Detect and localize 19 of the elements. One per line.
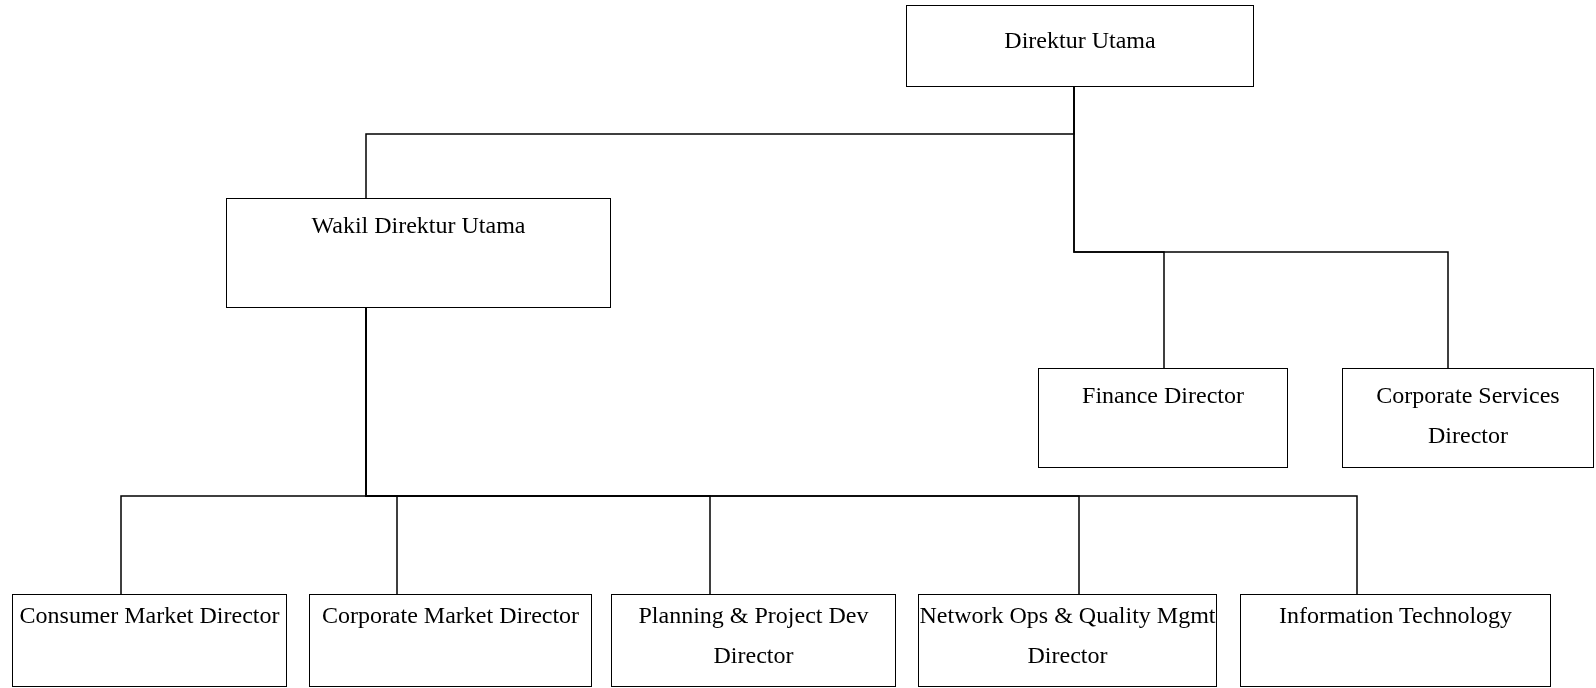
- position-title: Corporate Services Director: [1375, 381, 1561, 450]
- org-box: [1038, 368, 1288, 468]
- org-box: [906, 5, 1254, 87]
- position-title: Network Ops & Quality Mgmt Director: [919, 601, 1216, 670]
- org-box: [12, 594, 287, 687]
- connector-line: [1073, 86, 1449, 369]
- org-box: [309, 594, 592, 687]
- org-box: [918, 594, 1217, 687]
- position-title: Planning & Project Dev Director: [637, 601, 870, 670]
- position-title: Corporate Market Director: [321, 601, 580, 630]
- org-box: [1342, 368, 1594, 468]
- position-title: Information Technology: [1278, 601, 1513, 630]
- position-title: Finance Director: [1082, 381, 1244, 410]
- org-box: [1240, 594, 1551, 687]
- org-box: [226, 198, 611, 308]
- position-title: Consumer Market Director: [19, 601, 280, 630]
- org-box: [611, 594, 896, 687]
- position-title: Wakil Direktur Utama: [311, 211, 526, 240]
- position-title: Direktur Utama: [1004, 26, 1156, 55]
